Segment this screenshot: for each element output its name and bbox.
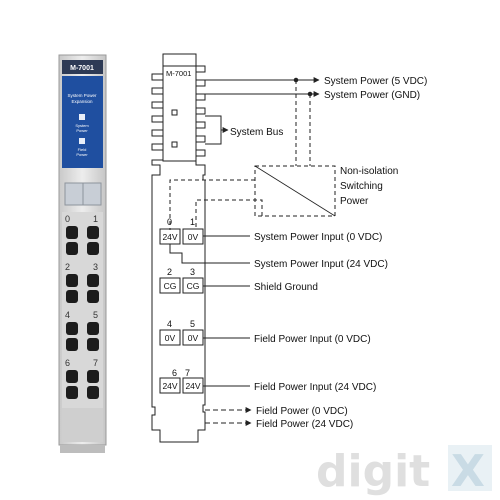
terminal-screw: [87, 338, 99, 351]
switching-label-line1: Non-isolation: [340, 166, 398, 177]
watermark-logo: digit X: [316, 445, 492, 497]
led-field-line2: Power: [76, 152, 88, 157]
terminal-screw: [66, 386, 78, 399]
terminal-screw: [87, 322, 99, 335]
terminal-number: 1: [93, 214, 98, 224]
terminal-number: 6: [65, 358, 70, 368]
chip-pin-icon: [171, 109, 178, 116]
terminal-name: 24V: [162, 381, 177, 391]
led-field-icon: [79, 138, 85, 144]
terminal-number: 3: [190, 267, 195, 277]
module-panel: [62, 76, 103, 168]
terminal-screw: [66, 338, 78, 351]
sys-in-0v-label: System Power Input (0 VDC): [254, 232, 382, 243]
terminal-box: [159, 377, 181, 394]
terminal-number: 6: [172, 368, 177, 378]
terminal-screw: [87, 242, 99, 255]
terminal-screw: [87, 226, 99, 239]
terminal-block: 0 1 2 3 4 5 6 7: [62, 212, 103, 442]
terminal-screw: [66, 322, 78, 335]
terminal-name: CG: [164, 281, 177, 291]
module-photo: M-7001 System Power Expansion System Pow…: [58, 54, 107, 453]
terminal-box: [159, 277, 181, 294]
chip-label: M-7001: [166, 69, 191, 78]
terminal-name: 0V: [165, 333, 176, 343]
terminal-box: [159, 329, 181, 346]
terminal-name: 24V: [185, 381, 200, 391]
terminal-screw: [66, 274, 78, 287]
sys-in-24v-label: System Power Input (24 VDC): [254, 259, 388, 270]
chip-pin-icon: [171, 141, 178, 148]
switching-label-line3: Power: [340, 196, 369, 207]
system-bus-label: System Bus: [230, 127, 283, 138]
schematic: [151, 53, 336, 443]
terminal-number: 1: [190, 217, 195, 227]
output-sys-5v-label: System Power (5 VDC): [324, 76, 427, 87]
chip-box: [162, 65, 197, 162]
terminal-screw: [87, 370, 99, 383]
led-field-line1: Field: [78, 147, 87, 152]
panel-title-line2: Expansion: [71, 99, 93, 104]
terminal-number: 0: [65, 214, 70, 224]
module-header: [62, 60, 103, 74]
terminal-number: 3: [93, 262, 98, 272]
module-rail-tab: [60, 445, 105, 453]
terminal-screw: [87, 290, 99, 303]
field-in-24v-label: Field Power Input (24 VDC): [254, 382, 376, 393]
terminal-name: CG: [187, 281, 200, 291]
terminal-number: 5: [93, 310, 98, 320]
shield-ground-label: Shield Ground: [254, 282, 318, 293]
terminal-screw: [66, 226, 78, 239]
terminal-number: 4: [167, 319, 172, 329]
terminal-screw: [66, 290, 78, 303]
panel-title-line1: System Power: [67, 93, 97, 98]
terminal-screw: [87, 386, 99, 399]
terminal-name: 0V: [188, 333, 199, 343]
terminal-number: 2: [65, 262, 70, 272]
terminal-number: 2: [167, 267, 172, 277]
terminal-number: 4: [65, 310, 70, 320]
output-sys-gnd-label: System Power (GND): [324, 90, 420, 101]
led-system-icon: [79, 114, 85, 120]
terminal-number: 5: [190, 319, 195, 329]
terminal-name: 0V: [188, 232, 199, 242]
switching-power-box: [254, 165, 336, 217]
terminal-number: 7: [185, 368, 190, 378]
terminal-number: 0: [167, 217, 172, 227]
output-field-24v-label: Field Power (24 VDC): [256, 419, 353, 430]
led-system-line2: Power: [76, 128, 88, 133]
terminal-screw: [66, 242, 78, 255]
terminal-screw: [87, 274, 99, 287]
field-in-0v-label: Field Power Input (0 VDC): [254, 334, 371, 345]
switching-label-line2: Switching: [340, 181, 383, 192]
schematic-labels: M-7001 System Bus System Power (5 VDC) S…: [162, 69, 427, 430]
output-field-0v-label: Field Power (0 VDC): [256, 406, 348, 417]
watermark-text: digit: [316, 446, 430, 497]
terminal-screw: [66, 370, 78, 383]
terminal-number: 7: [93, 358, 98, 368]
watermark-x: X: [451, 446, 485, 497]
terminal-name: 24V: [162, 232, 177, 242]
led-system-line1: System: [75, 123, 89, 128]
module-model-label: M-7001: [70, 65, 94, 72]
